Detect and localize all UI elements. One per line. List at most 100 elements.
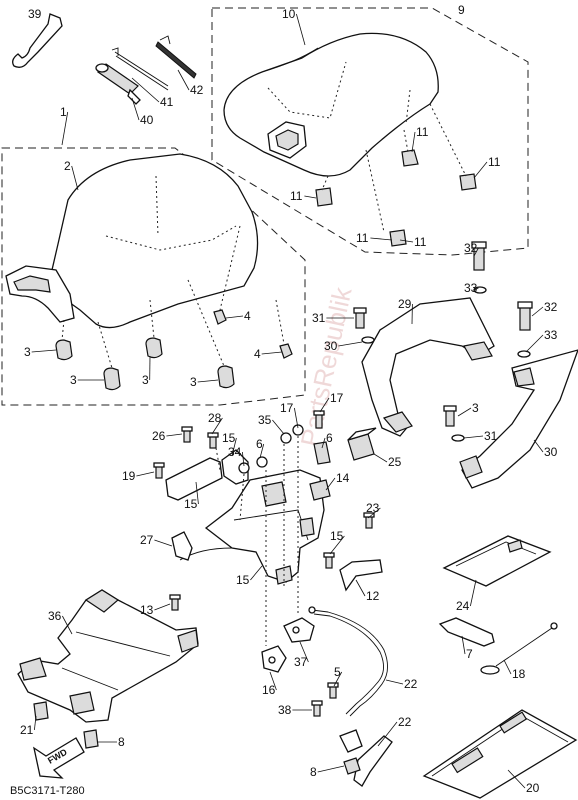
callout-label: 37	[294, 655, 308, 669]
leader-line	[377, 721, 398, 747]
plate-27	[309, 479, 331, 501]
rider-seat-2	[5, 153, 259, 329]
grab-bar-28	[459, 349, 578, 489]
callout-label: 15	[236, 573, 250, 587]
leader-line	[62, 615, 73, 635]
grommet-11	[315, 149, 477, 247]
leader-line	[373, 453, 388, 463]
callout-label: 11	[290, 189, 303, 203]
callout-label: 9	[458, 3, 465, 17]
diagram-code: B5C3171-T280	[10, 785, 85, 797]
leader-line	[242, 451, 245, 467]
callout-label: 32	[464, 241, 478, 255]
leader-line	[294, 407, 299, 429]
leader-line	[457, 407, 472, 417]
callout-label: 36	[48, 609, 62, 623]
callout-label: 16	[262, 683, 276, 697]
callout-label: 3	[24, 345, 31, 359]
cushion-3	[55, 337, 235, 391]
callout-label: 10	[282, 7, 296, 21]
callout-label: 3	[142, 373, 149, 387]
bracket-14	[165, 457, 223, 501]
callout-label: 6	[326, 431, 333, 445]
rubber-block-19	[347, 427, 377, 461]
holder-20	[339, 729, 363, 775]
tool-40	[95, 63, 141, 105]
callout-label: 28	[208, 411, 222, 425]
callout-label: 24	[456, 599, 470, 613]
tool-41	[111, 47, 169, 91]
callout-label: 19	[122, 469, 136, 483]
dot-guides-10	[321, 103, 467, 233]
callout-label: 15	[330, 529, 344, 543]
wire-38	[480, 622, 558, 675]
callout-label: 39	[28, 7, 42, 21]
callout-label: 25	[388, 455, 402, 469]
callout-label: 2	[64, 159, 71, 173]
callout-label: 40	[140, 113, 154, 127]
callout-label: 20	[526, 781, 540, 795]
clip-4	[213, 309, 293, 359]
callout-label: 17	[330, 391, 344, 405]
callout-label: 7	[466, 647, 473, 661]
callout-label: 8	[118, 735, 125, 749]
leader-line	[531, 306, 544, 317]
leader-line	[131, 77, 160, 103]
grab-bar-29	[361, 297, 495, 437]
callout-label: 8	[310, 765, 317, 779]
latch-5	[261, 645, 287, 673]
leader-line	[321, 437, 326, 449]
leader-line	[325, 477, 336, 491]
watermark: PartsRepublik	[295, 284, 358, 450]
bolt-22	[311, 682, 339, 717]
leader-line	[333, 671, 343, 687]
leader-line	[177, 69, 190, 91]
callout-label: 4	[244, 309, 251, 323]
leader-line	[250, 565, 263, 581]
callout-label: 32	[544, 300, 558, 314]
leader-line	[370, 237, 393, 241]
leader-line	[507, 769, 526, 789]
leader-line	[399, 239, 414, 243]
callout-label: 11	[414, 235, 427, 249]
leader-line	[211, 417, 223, 435]
callout-label: 31	[312, 311, 326, 325]
leader-line	[329, 535, 345, 555]
frame-7	[17, 589, 199, 723]
leader-line	[503, 659, 512, 675]
callout-label: 22	[404, 677, 418, 691]
leader-line	[231, 437, 237, 457]
callout-label: 3	[70, 373, 77, 387]
callout-label: 6	[256, 437, 263, 451]
leader-line	[319, 397, 330, 413]
callout-label: 31	[484, 429, 498, 443]
callout-label: 11	[356, 231, 369, 245]
leader-line	[225, 315, 244, 319]
callout-label: 14	[336, 471, 350, 485]
leader-line	[367, 507, 381, 519]
callout-label: 33	[464, 281, 478, 295]
leader-line	[533, 439, 544, 453]
leader-line	[355, 579, 366, 597]
leader-line	[259, 443, 265, 459]
passenger-seat-10	[223, 32, 439, 177]
callout-label: 34	[228, 445, 242, 459]
leader-lines	[31, 13, 544, 789]
callout-label: 27	[140, 533, 154, 547]
callout-label: 23	[366, 501, 380, 515]
latch-16	[283, 617, 315, 643]
plate-37	[438, 617, 495, 647]
callout-label: 15	[184, 497, 198, 511]
leader-line	[473, 287, 479, 291]
group-box-9	[211, 7, 529, 256]
callout-label: 21	[20, 723, 34, 737]
bolt-32	[471, 241, 533, 331]
callout-label: 1	[60, 105, 67, 119]
callout-label: 35	[258, 413, 272, 427]
leader-line	[61, 111, 69, 146]
leader-line	[299, 641, 309, 663]
leader-line	[461, 635, 466, 655]
callout-label: 33	[544, 328, 558, 342]
callout-label: 11	[488, 155, 501, 169]
